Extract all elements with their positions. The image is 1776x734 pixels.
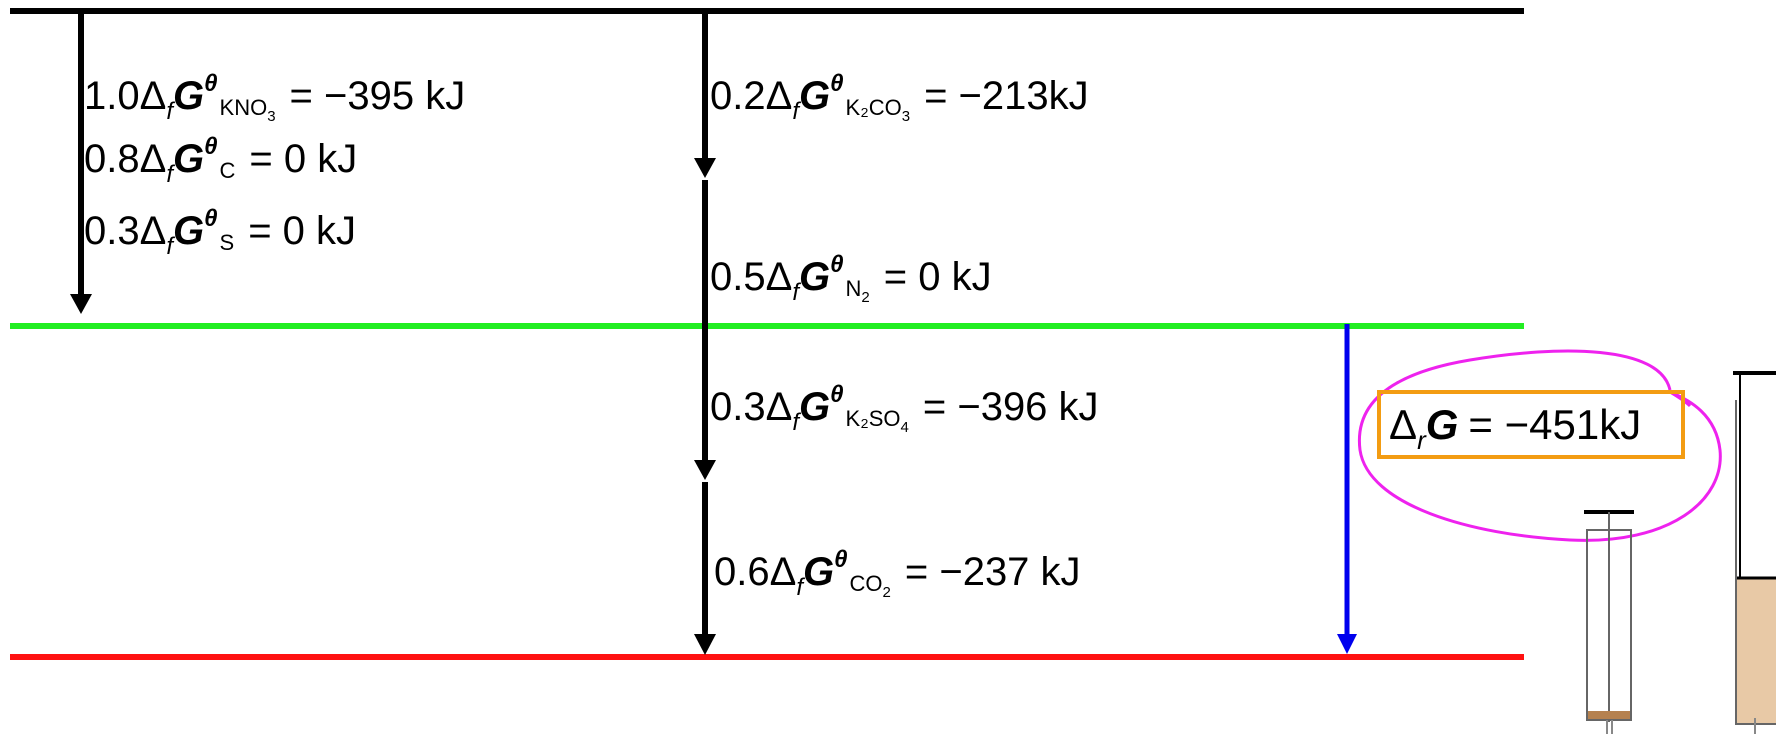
small-container	[1584, 510, 1634, 734]
step-label-co2: 0.6ΔfGθCO2= −237 kJ	[714, 546, 1081, 601]
large-container	[1733, 371, 1776, 734]
species-k2co3: K₂CO	[845, 95, 902, 120]
middle-arrow-head-3	[694, 634, 716, 655]
step-label-k2so4: 0.3ΔfGθK₂SO4= −396 kJ	[710, 381, 1099, 436]
species-n2: N	[845, 276, 862, 301]
middle-arrow-head-2	[694, 460, 716, 480]
step-label-c: 0.8ΔfGθC= 0 kJ	[84, 133, 358, 188]
step-label-s: 0.3ΔfGθS= 0 kJ	[84, 205, 357, 260]
species-k2so4: K₂SO	[845, 406, 901, 431]
species-c: C	[219, 158, 236, 183]
species-kno3: KNO	[219, 95, 268, 120]
highlight-circle	[1357, 349, 1722, 542]
total-arrow-head	[1337, 634, 1357, 654]
species-s: S	[219, 230, 235, 255]
step-label-kno3: 1.0ΔfGθKNO3= −395 kJ	[84, 70, 466, 125]
middle-arrow-head-1	[694, 158, 716, 178]
step-label-k2co3: 0.2ΔfGθK₂CO3= −213kJ	[710, 70, 1089, 125]
step-label-n2: 0.5ΔfGθN2= 0 kJ	[710, 251, 992, 306]
species-co2: CO	[849, 571, 883, 596]
reaction-gibbs-result: ΔrG= −451kJ	[1377, 390, 1685, 459]
left-arrow-head	[70, 294, 92, 314]
